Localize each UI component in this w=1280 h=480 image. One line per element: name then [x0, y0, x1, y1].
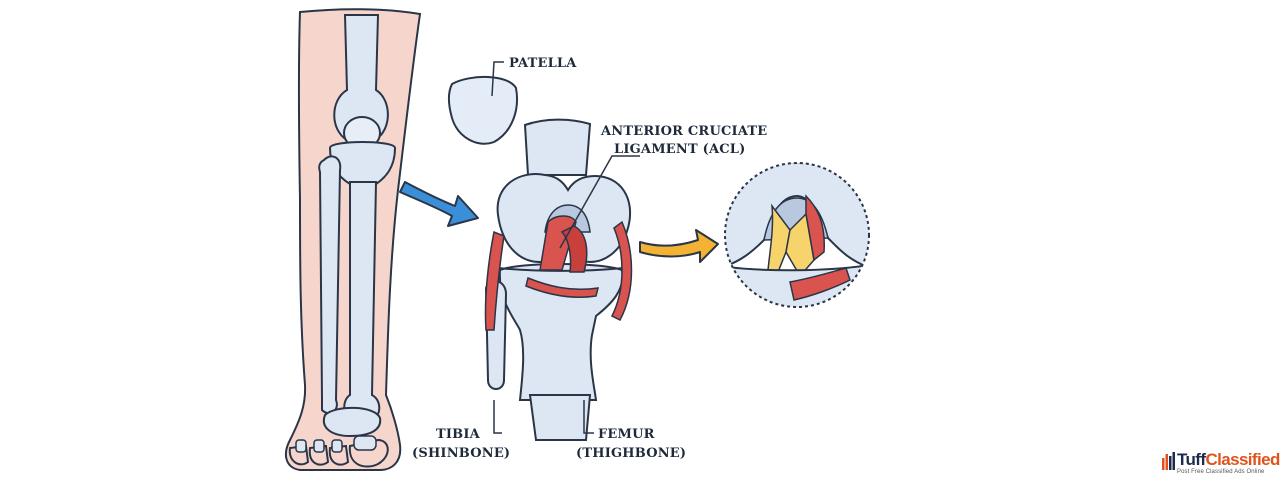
femur-leader — [583, 400, 594, 434]
tibia-leader — [493, 400, 502, 434]
ankle-bones — [322, 406, 382, 438]
meniscus-line — [497, 267, 625, 272]
logo-name-part1: Tuff — [1177, 450, 1206, 469]
fibula-bone — [318, 155, 342, 415]
patella-bone — [448, 75, 518, 145]
logo-name: TuffClassified — [1177, 450, 1280, 470]
toes — [288, 438, 389, 468]
medial-collateral-ligament — [610, 220, 633, 321]
label-femur-line2: (THIGHBONE) — [576, 446, 686, 461]
arrow-blue-icon — [399, 181, 479, 227]
toe-bones — [295, 435, 377, 453]
logo-tagline: Post Free Classified Ads Online — [1177, 469, 1265, 475]
zoom-circle-border — [724, 162, 870, 308]
label-patella: PATELLA — [509, 56, 577, 71]
torn-acl-zoom — [724, 162, 870, 308]
label-tibia-line1: TIBIA — [436, 427, 481, 442]
arrow-orange-icon — [639, 229, 719, 263]
knee-joint — [484, 118, 633, 441]
patella-leader — [491, 61, 504, 97]
acl-leader — [559, 155, 640, 249]
leader-lines — [491, 61, 640, 434]
tibia-plateau — [498, 263, 624, 401]
label-tibia-line2: (SHINBONE) — [412, 446, 510, 461]
lateral-collateral-ligament — [484, 230, 505, 331]
tibia-shaft-lower — [528, 394, 592, 441]
tibial-ligament-band — [525, 276, 599, 299]
femur-shaft-upper — [523, 118, 592, 176]
tuffclassified-logo: TuffClassified Post Free Classified Ads … — [1162, 448, 1280, 478]
logo-name-part2: Classified — [1205, 450, 1280, 469]
label-femur-line1: FEMUR — [598, 427, 655, 442]
label-acl-line1: ANTERIOR CRUCIATE — [600, 124, 767, 139]
bar-chart-icon — [1162, 452, 1175, 470]
label-acl-line2: LIGAMENT (ACL) — [614, 142, 745, 157]
leg-illustration — [284, 8, 422, 471]
